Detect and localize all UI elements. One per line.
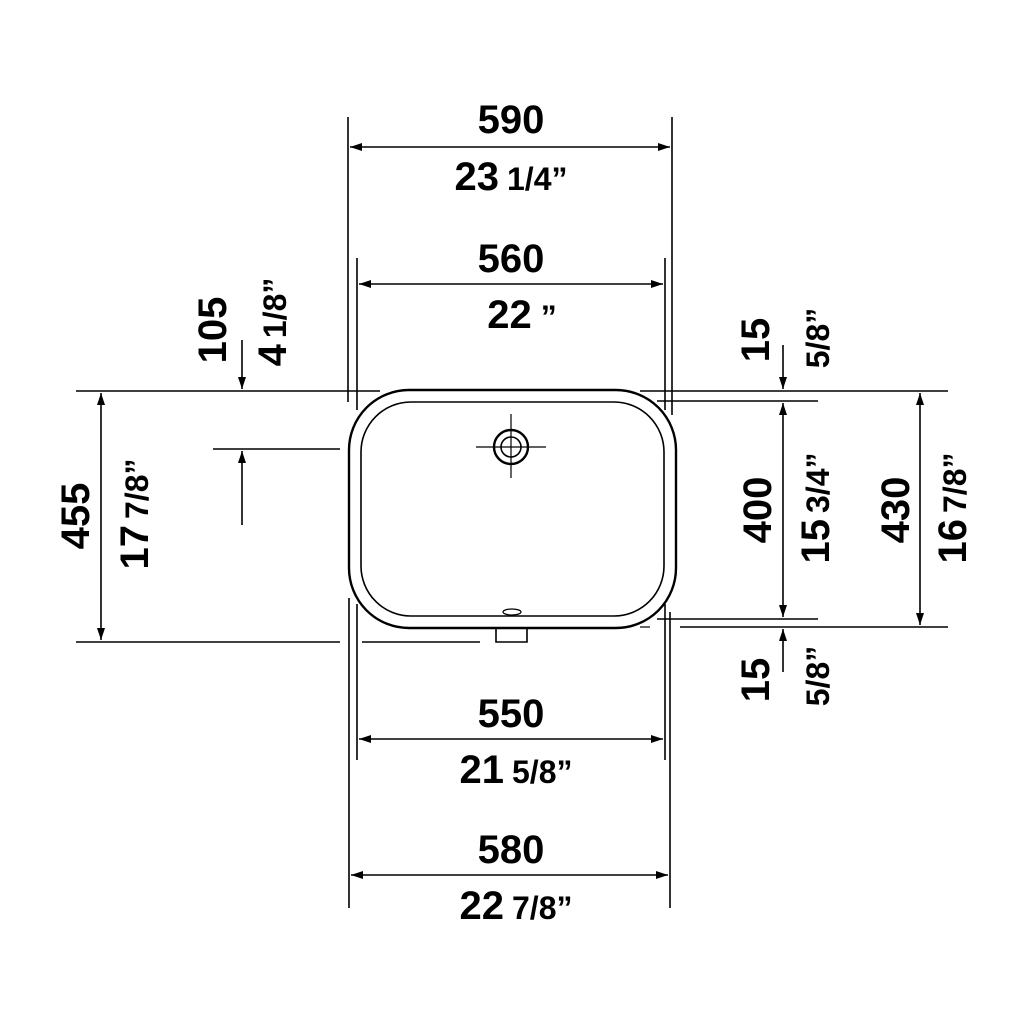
sink-bowl xyxy=(360,401,665,617)
tap-hole-icon xyxy=(476,414,546,478)
dim-left-offset-inch: 41/8” xyxy=(251,278,295,367)
dim-top-inner-mm: 560 xyxy=(478,237,545,281)
dim-left-offset-mm: 105 xyxy=(191,297,235,364)
sink-rim xyxy=(347,388,678,630)
dim-top-inner: 560 22 ” xyxy=(356,237,666,410)
dim-left-height: 455 177/8” xyxy=(54,393,157,640)
dim-right-top-gap-mm: 15 xyxy=(734,318,778,363)
dim-right-inner-height: 400 153/4” xyxy=(736,403,838,617)
dim-right-outer-height: 430 167/8” xyxy=(874,393,975,625)
dim-bottom-outer-mm: 580 xyxy=(478,828,545,872)
dim-left-height-mm: 455 xyxy=(54,483,98,550)
dim-right-inner-height-inch: 153/4” xyxy=(794,453,838,564)
dim-top-outer-mm: 590 xyxy=(478,98,545,142)
sink-outline xyxy=(347,388,678,630)
dim-left-height-inch: 177/8” xyxy=(113,459,157,570)
dim-bottom-inner-mm: 550 xyxy=(478,692,545,736)
dim-top-inner-inch: 22 ” xyxy=(487,293,556,337)
left-reference-lines xyxy=(76,390,480,643)
dim-right-outer-height-mm: 430 xyxy=(874,477,918,544)
dim-right-bottom-gap-inch: 5/8” xyxy=(800,646,836,706)
dim-right-bottom-gap-mm: 15 xyxy=(734,658,778,703)
right-reference-lines xyxy=(640,390,948,628)
drain-icon xyxy=(495,608,528,643)
dim-left-offset: 105 41/8” xyxy=(191,278,295,525)
dim-right-inner-height-mm: 400 xyxy=(736,477,780,544)
dim-right-bottom-gap: 15 5/8” xyxy=(734,629,836,706)
dim-right-outer-height-inch: 167/8” xyxy=(931,453,975,564)
dim-right-top-gap-inch: 5/8” xyxy=(800,308,836,368)
dim-right-top-gap: 15 5/8” xyxy=(734,308,836,389)
